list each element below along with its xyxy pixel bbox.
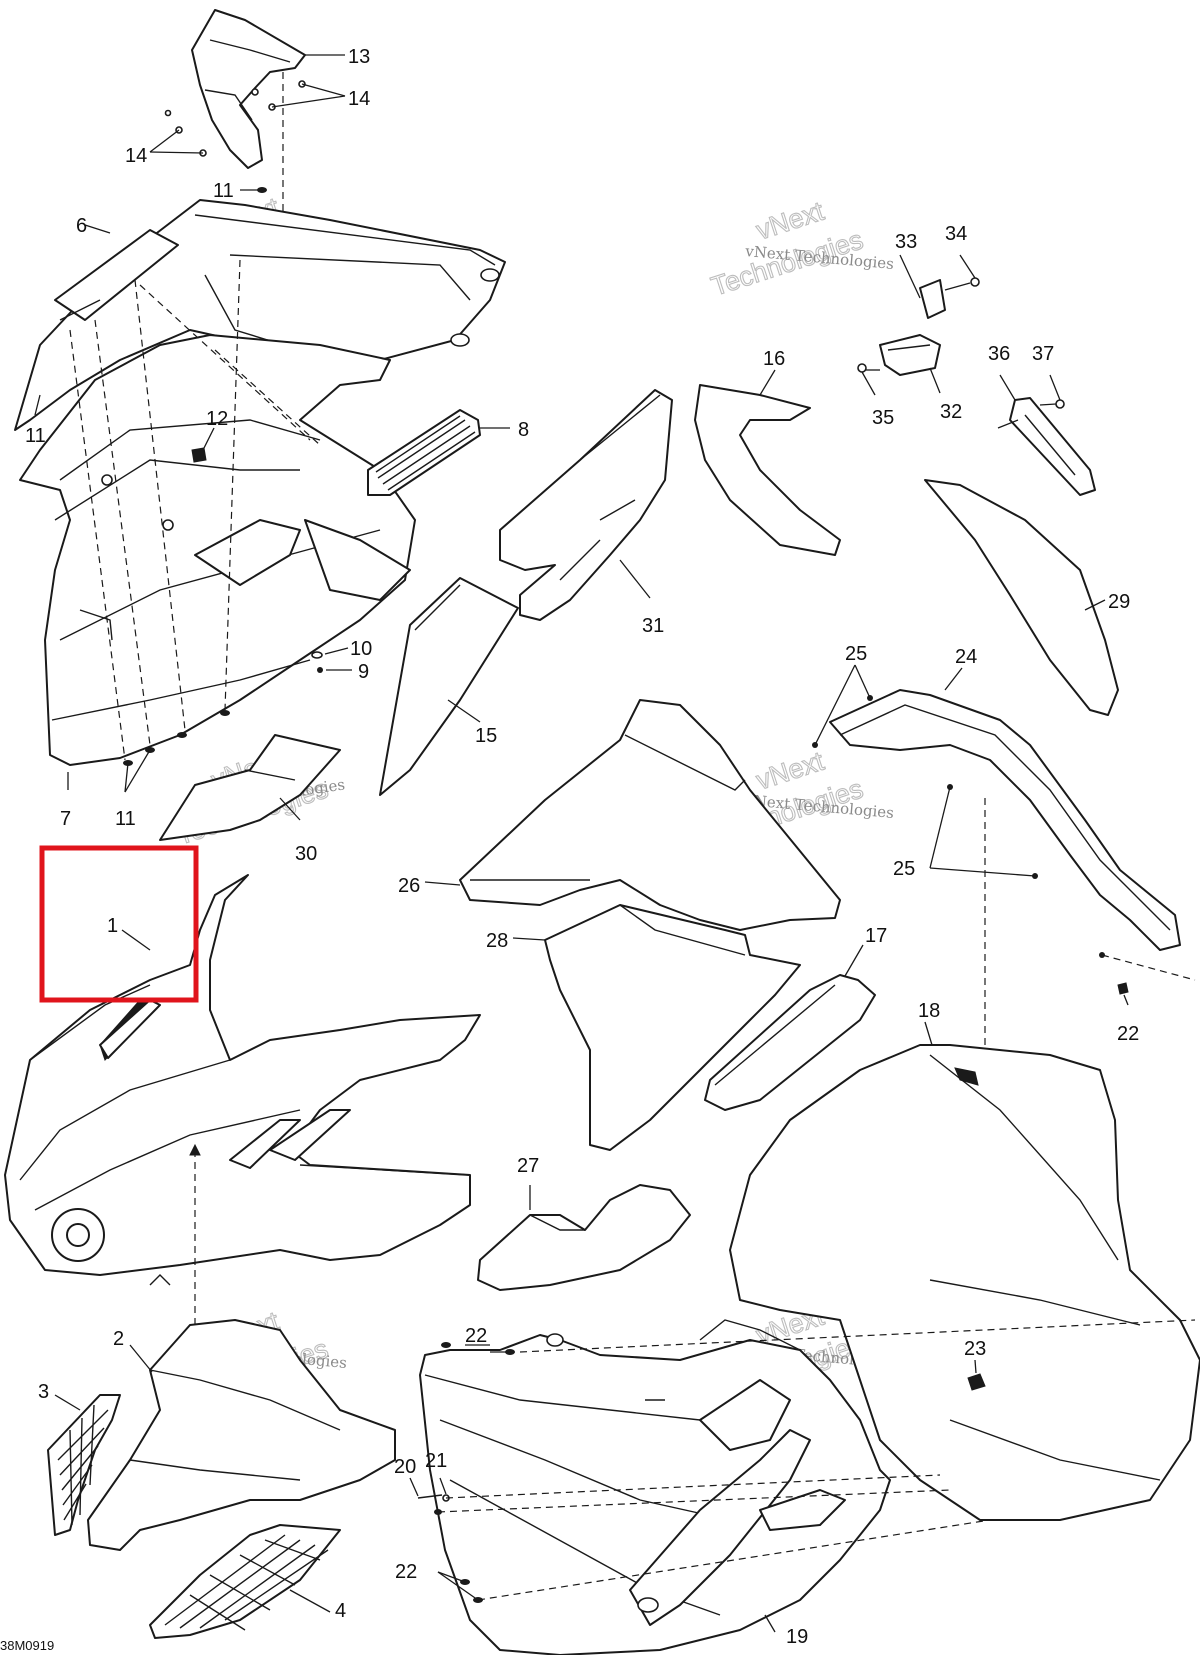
callout-14-left[interactable]: 14 (125, 145, 147, 167)
callout-26[interactable]: 26 (398, 875, 420, 897)
callout-15[interactable]: 15 (475, 725, 497, 747)
part-26-center-panel (424, 699, 841, 931)
fasteners-20-22 (417, 1342, 515, 1603)
callout-19[interactable]: 19 (786, 1626, 808, 1648)
callout-23[interactable]: 23 (964, 1338, 986, 1360)
callout-28[interactable]: 28 (486, 930, 508, 952)
callout-27[interactable]: 27 (517, 1155, 539, 1177)
fasteners-9-10 (311, 651, 323, 673)
part-3-grille (47, 1394, 121, 1536)
drawing-number: 38M0919 (0, 1638, 54, 1653)
part-19-lower-body (419, 1319, 891, 1655)
part-27-cover (477, 1184, 691, 1291)
callout-33[interactable]: 33 (895, 231, 917, 253)
callout-17[interactable]: 17 (865, 925, 887, 947)
part-16-side-trim (694, 369, 841, 556)
callout-2[interactable]: 2 (113, 1328, 124, 1350)
part-8-vent (367, 409, 510, 496)
part-17-trim (704, 944, 876, 1111)
callout-11-left[interactable]: 11 (25, 425, 46, 447)
part-13-deflector (191, 9, 306, 169)
callout-3[interactable]: 3 (38, 1381, 49, 1403)
part-15-side-panel (379, 577, 519, 796)
part-1-main-hood (4, 874, 481, 1286)
callout-22-bottom[interactable]: 22 (395, 1561, 417, 1583)
callout-25-top[interactable]: 25 (845, 643, 867, 665)
clip-12 (191, 447, 207, 463)
callout-8[interactable]: 8 (518, 419, 529, 441)
callout-31[interactable]: 31 (642, 615, 664, 637)
callout-12[interactable]: 12 (206, 408, 228, 430)
callout-22-mid[interactable]: 22 (465, 1325, 487, 1347)
callout-14-right[interactable]: 14 (348, 88, 370, 110)
highlight-box (39, 845, 199, 1003)
callout-35[interactable]: 35 (872, 407, 894, 429)
callout-20[interactable]: 20 (394, 1456, 416, 1478)
callout-6[interactable]: 6 (76, 215, 87, 237)
part-7-front-housing (19, 334, 416, 766)
part-36-strap (997, 374, 1096, 496)
callout-10[interactable]: 10 (350, 638, 372, 660)
callout-25-bottom[interactable]: 25 (893, 858, 915, 880)
dashed-alignment-lines-bottom (437, 1319, 1196, 1601)
part-4-grille (149, 1524, 341, 1639)
callout-16[interactable]: 16 (763, 348, 785, 370)
clip-23 (967, 1373, 986, 1391)
callout-9[interactable]: 9 (358, 661, 369, 683)
part-29-side-panel (924, 479, 1119, 716)
callout-4[interactable]: 4 (335, 1600, 346, 1622)
callout-11-bottom[interactable]: 11 (115, 808, 136, 830)
part-2-lower-panel (87, 1319, 396, 1551)
callout-21[interactable]: 21 (425, 1450, 447, 1472)
callout-11-top[interactable]: 11 (213, 180, 234, 202)
callout-18[interactable]: 18 (918, 1000, 940, 1022)
part-31-side-panel (499, 389, 673, 621)
dashed-alignment-lines-left (69, 259, 321, 761)
callout-labels: 1 2 3 4 6 7 8 9 10 11 11 11 12 13 14 14 … (25, 46, 1139, 1648)
callout-13[interactable]: 13 (348, 46, 370, 68)
callout-1[interactable]: 1 (107, 915, 118, 937)
callout-30[interactable]: 30 (295, 843, 317, 865)
part-24-rail (829, 667, 1181, 951)
callout-37[interactable]: 37 (1032, 343, 1054, 365)
part-30-panel (159, 734, 341, 841)
callout-36[interactable]: 36 (988, 343, 1010, 365)
callout-29[interactable]: 29 (1108, 591, 1130, 613)
callout-22-right[interactable]: 22 (1117, 1023, 1139, 1045)
callout-32[interactable]: 32 (940, 401, 962, 423)
callout-34[interactable]: 34 (945, 223, 967, 245)
part-28-panel (512, 904, 801, 1151)
part-18-side-body (729, 1021, 1200, 1521)
fasteners-11-lower (123, 710, 230, 766)
part-32-33-bracket (857, 254, 980, 396)
watermark-top-right: vNext Technologies vNext Technologies (707, 195, 895, 302)
callout-24[interactable]: 24 (955, 646, 977, 668)
callout-7[interactable]: 7 (60, 808, 71, 830)
